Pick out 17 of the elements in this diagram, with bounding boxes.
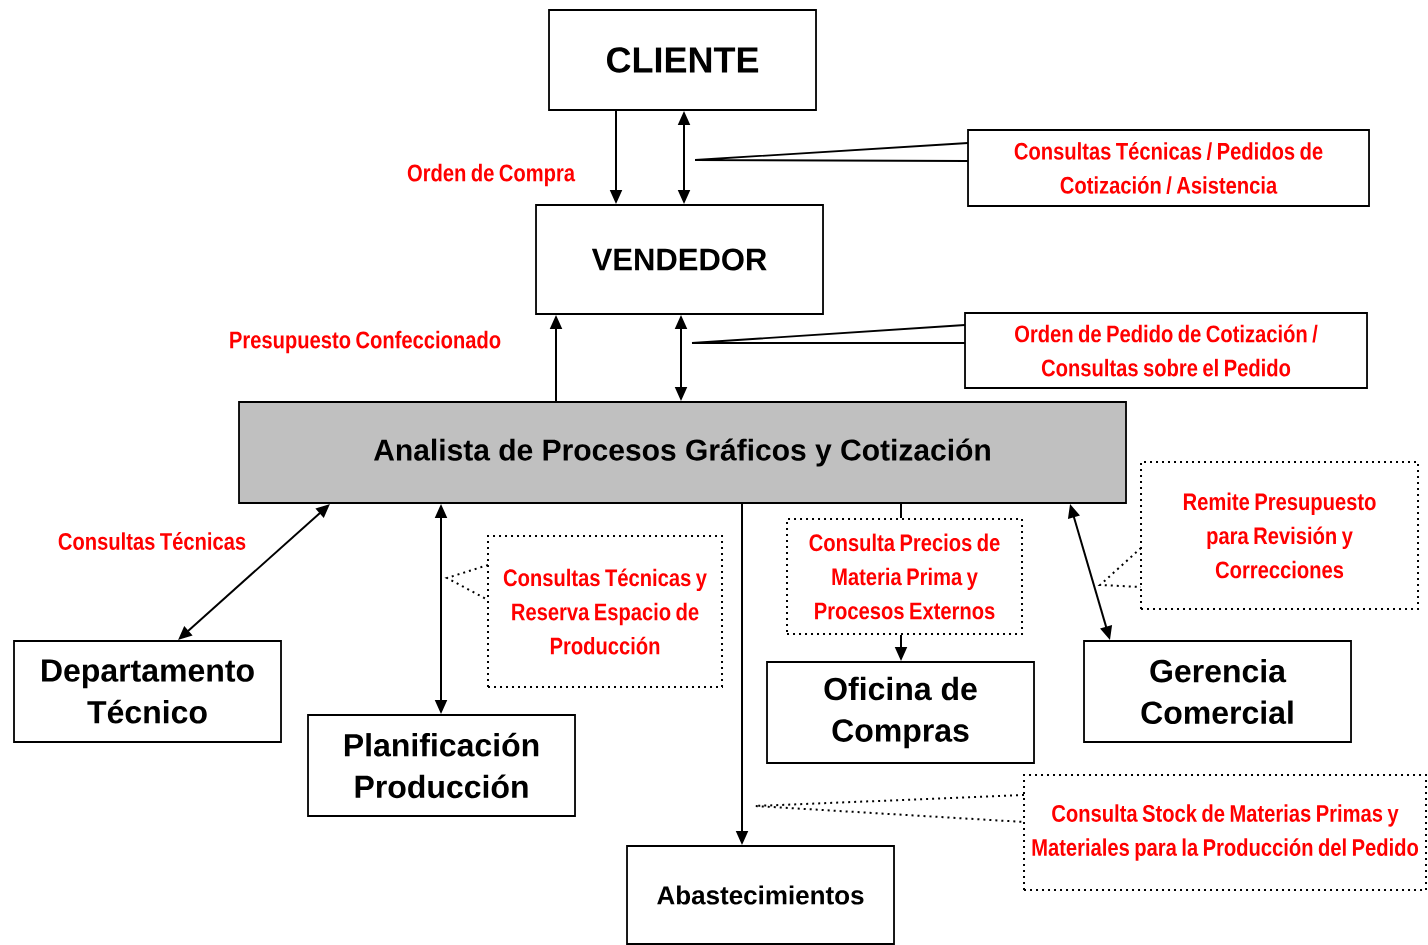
connector-line	[900, 502, 902, 519]
edge-label: Presupuesto Confeccionado	[230, 330, 501, 354]
callout-box: Consultas Técnicas / Pedidos de Cotización / Asistencia	[694, 129, 1370, 207]
callout-box: Consultas Técnicas y Reserva Espacio de Producción	[444, 535, 723, 688]
edge-label: Orden de Compra	[407, 163, 576, 187]
process-box: Analista de Procesos Gráficos y Cotización	[238, 401, 1127, 504]
callout-box: Remite Presupuesto para Revisión y Correcciones	[1097, 461, 1419, 610]
process-box: Oficina de Compras	[766, 661, 1035, 764]
callout-box: Consulta Precios de Materia Prima y Procesos Externos	[786, 518, 1023, 635]
process-box: Departamento Técnico	[13, 640, 282, 743]
process-box: Planificación Producción	[307, 714, 576, 817]
edge-label: Consultas Técnicas	[58, 532, 246, 550]
process-box: Abastecimientos	[626, 845, 895, 945]
process-box: CLIENTE	[548, 9, 817, 111]
callout-box: Orden de Pedido de Cotización / Consultas sobre el Pedido	[691, 312, 1368, 389]
process-box: Gerencia Comercial	[1083, 640, 1352, 743]
process-box: VENDEDOR	[535, 204, 824, 315]
